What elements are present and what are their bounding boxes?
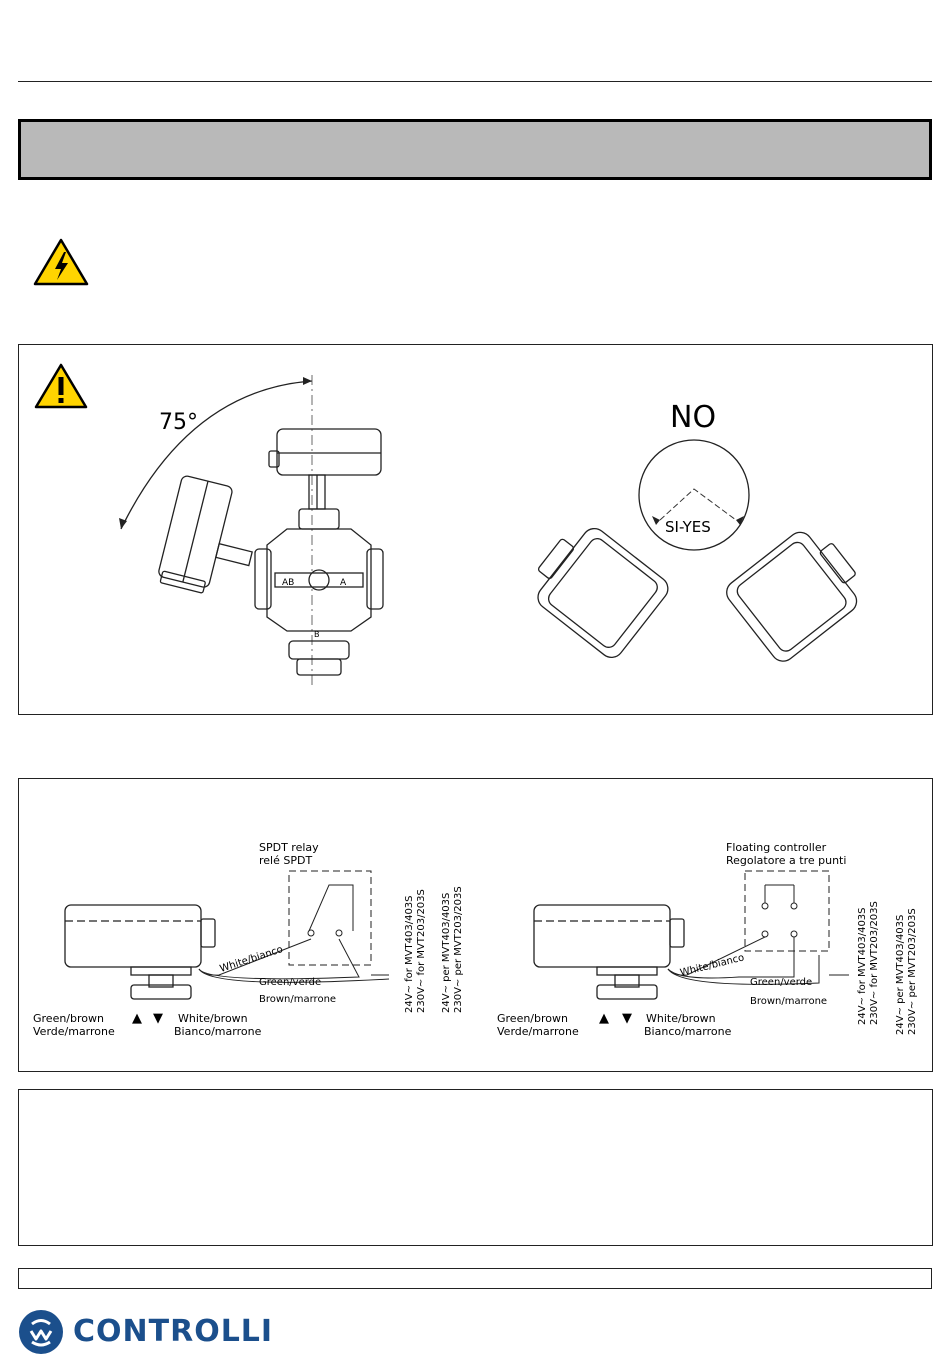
port-a-label: A bbox=[340, 578, 347, 588]
footer-strip bbox=[18, 1268, 932, 1289]
right-supply-en-230: 230V~ for MVT203/203S bbox=[869, 901, 880, 1025]
right-supply-it-24: 24V~ per MVT403/403S bbox=[895, 915, 906, 1035]
left-supply-en-24: 24V~ for MVT403/403S bbox=[404, 895, 415, 1013]
left-supply-it-24: 24V~ per MVT403/403S bbox=[441, 893, 452, 1013]
right-white-brown-en: White/brown bbox=[646, 1012, 716, 1025]
angle-label: 75° bbox=[159, 410, 198, 435]
left-supply-it-230: 230V~ per MVT203/203S bbox=[453, 886, 464, 1013]
section-title-bar bbox=[18, 119, 932, 180]
yes-label: SI-YES bbox=[665, 518, 711, 536]
left-up-arrow-icon: ▲ bbox=[132, 1011, 142, 1026]
right-white-label: White/bianco bbox=[679, 952, 745, 979]
tilted-actuator bbox=[158, 475, 253, 594]
spdt-relay bbox=[288, 870, 372, 966]
controller-title-it: Regolatore a tre punti bbox=[726, 854, 846, 867]
right-down-arrow-icon: ▼ bbox=[622, 1011, 632, 1026]
left-white-brown-en: White/brown bbox=[178, 1012, 248, 1025]
right-green-brown-it: Verde/marrone bbox=[497, 1025, 579, 1038]
right-brown-label: Brown/marrone bbox=[750, 996, 827, 1007]
right-white-brown-it: Bianco/marrone bbox=[644, 1025, 732, 1038]
right-green-label: Green/verde bbox=[750, 977, 812, 988]
installation-diagram: 75° AB A B bbox=[34, 363, 858, 685]
allowed-right-actuator bbox=[726, 531, 858, 662]
right-wires bbox=[667, 936, 849, 985]
right-actuator bbox=[533, 904, 685, 1000]
wiring-panel: SPDT relay relé SPDT White/bianco Green/… bbox=[18, 778, 933, 1072]
left-supply-en-230: 230V~ for MVT203/203S bbox=[416, 889, 427, 1013]
left-wires bbox=[198, 938, 390, 983]
left-green-label: Green/verde bbox=[259, 977, 321, 988]
installation-panel: 75° AB A B bbox=[18, 344, 933, 715]
port-ab-label: AB bbox=[282, 578, 294, 588]
rotation-arc bbox=[120, 380, 313, 530]
left-down-arrow-icon: ▼ bbox=[153, 1011, 163, 1026]
right-green-brown-en: Green/brown bbox=[497, 1012, 568, 1025]
left-actuator bbox=[64, 904, 216, 1000]
controller-title-en: Floating controller bbox=[726, 841, 827, 854]
relay-title-it: relé SPDT bbox=[259, 854, 312, 867]
left-white-label: White/bianco bbox=[219, 944, 285, 975]
left-green-brown-it: Verde/marrone bbox=[33, 1025, 115, 1038]
right-supply-en-24: 24V~ for MVT403/403S bbox=[857, 907, 868, 1025]
relay-title-en: SPDT relay bbox=[259, 841, 319, 854]
left-green-brown-en: Green/brown bbox=[33, 1012, 104, 1025]
left-white-brown-it: Bianco/marrone bbox=[174, 1025, 262, 1038]
notes-panel bbox=[18, 1089, 933, 1246]
floating-controller bbox=[744, 870, 830, 952]
controlli-logo-icon bbox=[19, 1310, 63, 1354]
forbidden-zone-circle bbox=[638, 439, 750, 551]
right-up-arrow-icon: ▲ bbox=[599, 1011, 609, 1026]
upright-actuator bbox=[268, 428, 382, 510]
valve-body bbox=[254, 508, 384, 676]
port-b-label: B bbox=[314, 630, 320, 639]
left-brown-label: Brown/marrone bbox=[259, 994, 336, 1005]
allowed-left-actuator bbox=[537, 527, 669, 659]
wiring-diagram: SPDT relay relé SPDT White/bianco Green/… bbox=[33, 841, 918, 1038]
exclamation-warning-icon bbox=[34, 363, 88, 409]
no-label: NO bbox=[670, 400, 716, 435]
high-voltage-warning-icon bbox=[33, 238, 89, 286]
header-rule bbox=[18, 81, 932, 82]
right-supply-it-230: 230V~ per MVT203/203S bbox=[907, 908, 918, 1035]
brand-name: CONTROLLI bbox=[73, 1314, 274, 1349]
